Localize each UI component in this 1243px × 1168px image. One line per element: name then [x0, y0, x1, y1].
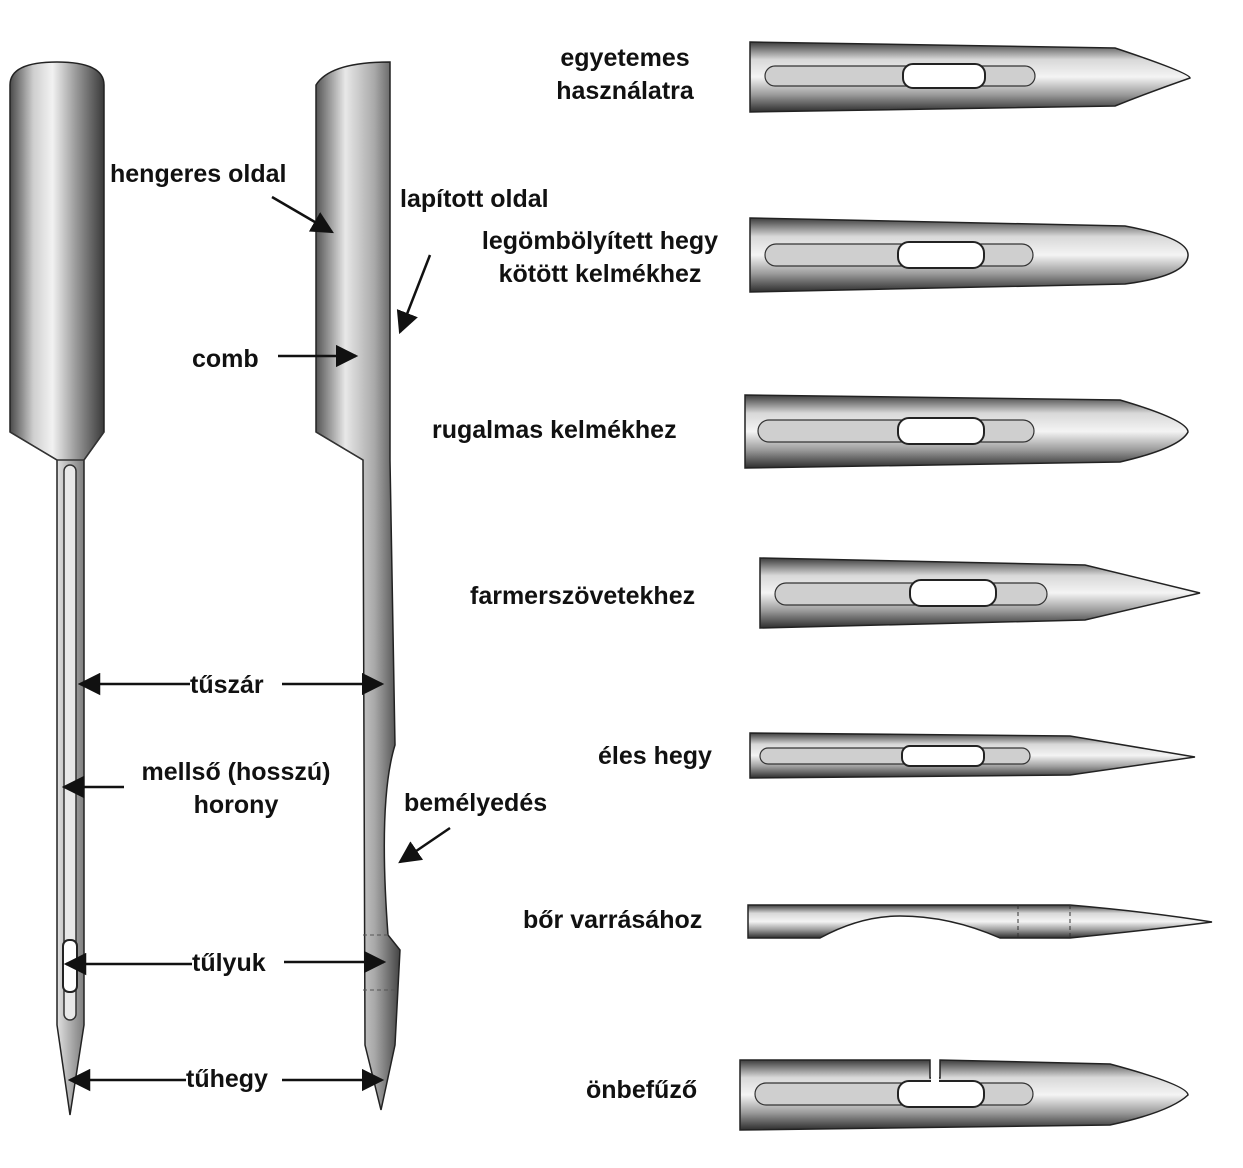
front-groove [63, 464, 77, 1021]
label-shank: comb [192, 345, 259, 373]
label-needle-type: önbefűző [586, 1076, 698, 1104]
point-sharp [749, 732, 1196, 779]
needle-side-view [315, 61, 401, 1111]
label-eye: tűlyuk [192, 949, 266, 977]
needle-front-view [9, 61, 105, 1116]
label-needle-type: éles hegy [598, 742, 712, 770]
point-stretch [744, 394, 1189, 469]
label-cylindrical-side: hengeres oldal [110, 160, 287, 188]
label-needle-type: rugalmas kelmékhez [432, 416, 677, 444]
label-needle-type: bőr varrásához [523, 906, 703, 934]
point-self-threading [739, 1059, 1189, 1131]
point-universal [749, 41, 1191, 113]
label-needle-type: egyetemes használatra [556, 44, 694, 105]
label-needle-type: farmerszövetekhez [470, 582, 696, 610]
label-needle-type: legömbölyített hegy kötött kelmékhez [481, 227, 719, 288]
label-blade: tűszár [190, 671, 264, 699]
point-leather [747, 904, 1213, 939]
point-jeans [759, 557, 1201, 629]
label-flat-side: lapított oldal [400, 185, 549, 213]
pointer-arrows [61, 195, 451, 1092]
point-ball [749, 217, 1189, 293]
eye-front [62, 939, 78, 993]
label-point: tűhegy [186, 1065, 268, 1093]
label-scarf: bemélyedés [404, 789, 548, 817]
label-front-groove: mellső (hosszú) horony [141, 758, 331, 819]
